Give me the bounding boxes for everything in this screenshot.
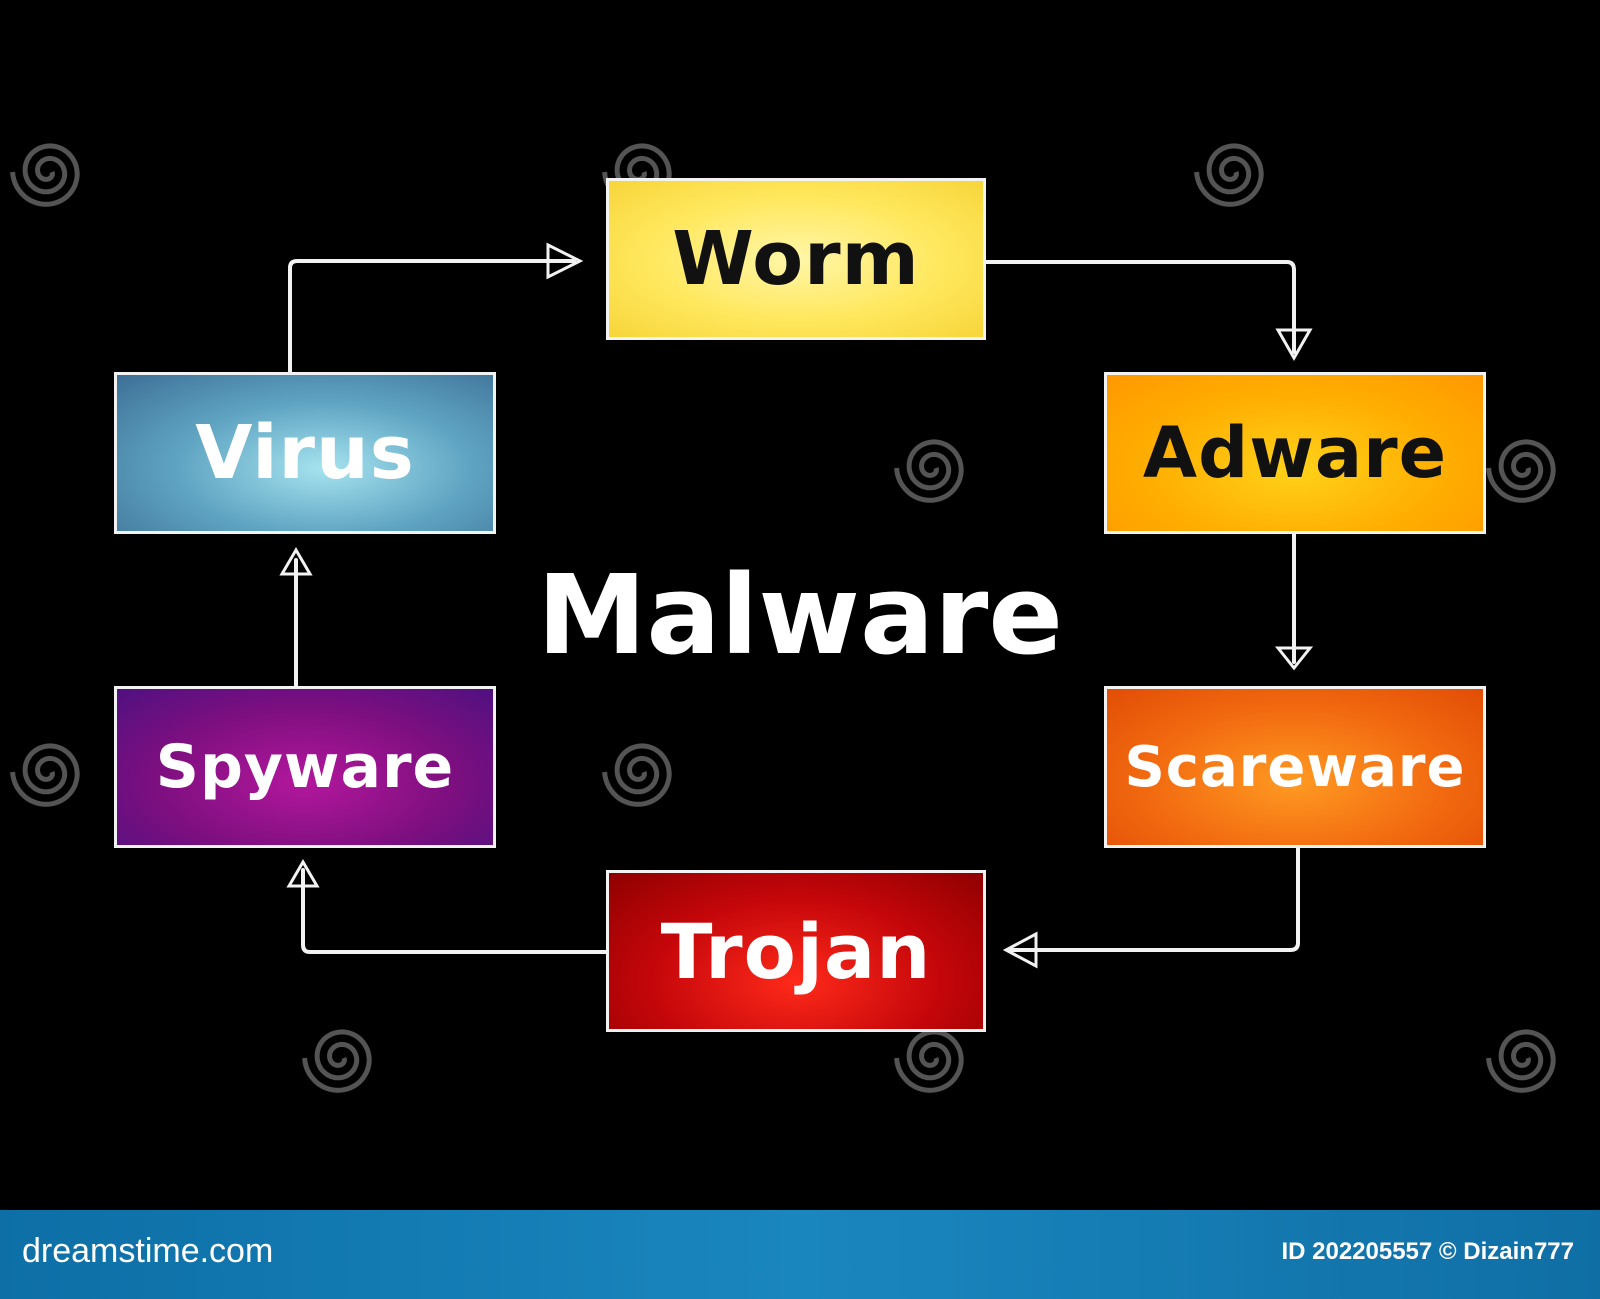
edge-virus-worm xyxy=(288,259,576,374)
footer-site-link[interactable]: dreamstime.com xyxy=(22,1232,274,1270)
node-trojan: Trojan xyxy=(606,870,986,1032)
spiral-icon xyxy=(1486,439,1556,503)
spiral-icon xyxy=(1194,143,1264,207)
node-label: Spyware xyxy=(155,732,455,802)
node-label: Adware xyxy=(1142,412,1448,494)
arrowhead-spyware xyxy=(286,859,320,888)
spiral-icon xyxy=(894,1029,964,1093)
node-label: Trojan xyxy=(660,906,932,996)
edge-scareware-trojan xyxy=(1008,846,1300,952)
arrowhead-trojan xyxy=(1002,931,1038,969)
edge-worm-adware xyxy=(984,260,1296,354)
edge-trojan-spyware xyxy=(301,868,608,954)
spiral-icon xyxy=(302,1029,372,1093)
spiral-icon xyxy=(894,439,964,503)
node-label: Scareware xyxy=(1124,734,1466,800)
diagram-title: Malware xyxy=(536,551,1064,679)
footer-bar: dreamstime.com ID 202205557 © Dizain777 xyxy=(0,1210,1600,1299)
node-label: Virus xyxy=(195,410,415,496)
diagram-canvas: Worm Adware Scareware Trojan Spyware Vir… xyxy=(10,143,1556,1093)
spiral-icon xyxy=(602,743,672,807)
arrowhead-scareware xyxy=(1274,646,1314,671)
node-scareware: Scareware xyxy=(1104,686,1486,848)
node-adware: Adware xyxy=(1104,372,1486,534)
arrowhead-worm xyxy=(546,242,584,280)
arrowhead-virus xyxy=(279,547,313,576)
spiral-icon xyxy=(10,743,80,807)
connectors xyxy=(279,242,1314,969)
node-virus: Virus xyxy=(114,372,496,534)
node-label: Worm xyxy=(672,216,920,302)
node-spyware: Spyware xyxy=(114,686,496,848)
arrowhead-adware xyxy=(1275,328,1313,362)
spiral-icon xyxy=(10,143,80,207)
node-worm: Worm xyxy=(606,178,986,340)
footer-id-credit: ID 202205557 © Dizain777 xyxy=(1281,1238,1574,1265)
spiral-icon xyxy=(1486,1029,1556,1093)
